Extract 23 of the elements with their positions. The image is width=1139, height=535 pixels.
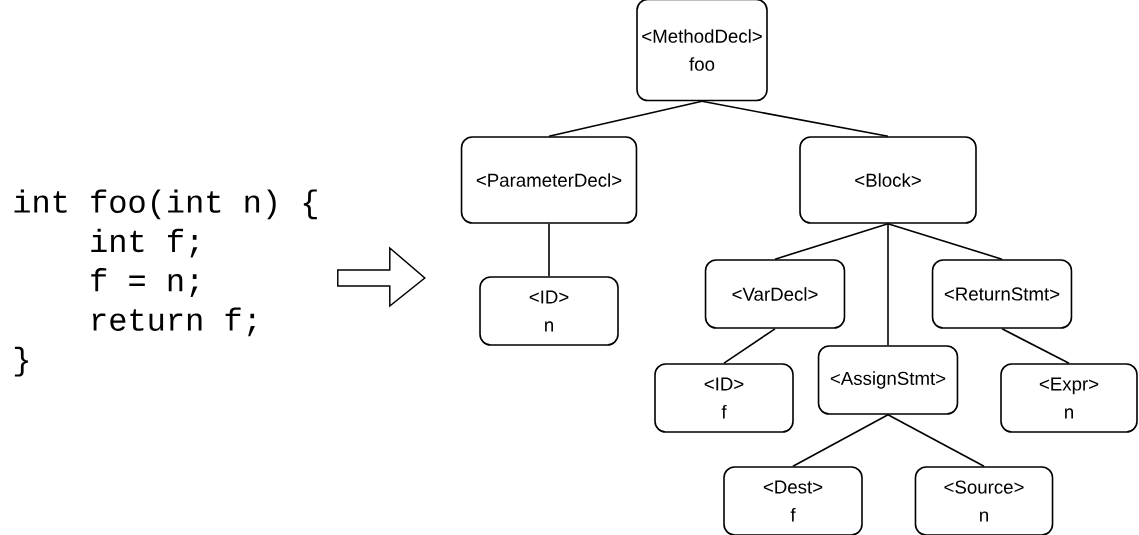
tree-node-box: <Dest> f [723,466,863,535]
tree-edge [887,223,1003,260]
tree-node-box: <ReturnStmt> [931,259,1073,329]
tree-edge [548,223,550,277]
tree-node-box: <Source> n [914,466,1054,535]
tree-node-box: <ID> n [479,276,619,346]
tree-edge [792,414,889,467]
tree-edge [887,414,985,467]
tree-node-box: <AssignStmt> [817,345,959,415]
tree-node-box: <MethodDecl> foo [636,0,768,102]
tree-node-box: <VarDecl> [704,259,846,329]
tree-edge [1001,328,1070,364]
tree-edge [887,223,889,346]
tree-node-box: <Expr> n [1000,363,1138,433]
tree-edge [774,223,889,260]
tree-node-box: <ParameterDecl> [460,136,638,224]
tree-edge [548,100,703,137]
tree-edge [701,100,889,137]
tree-edge [723,328,776,364]
block-arrow [337,246,426,308]
code-text: int foo(int n) { int f; f = n; return f; } [14,189,317,377]
tree-node-box: <ID> f [654,363,794,433]
tree-node-box: <Block> [799,136,977,224]
